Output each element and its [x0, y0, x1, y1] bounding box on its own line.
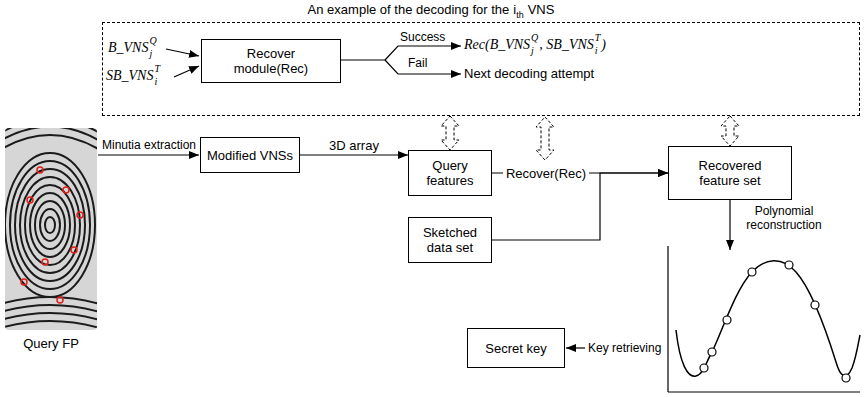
reconstruction-arrow	[729, 200, 730, 250]
ridge	[5, 128, 97, 141]
ridge	[5, 297, 97, 304]
image-caption: Query FP	[23, 336, 79, 351]
ridge	[25, 185, 75, 265]
arrow-connector	[300, 154, 408, 155]
ridge	[15, 169, 85, 281]
minutia-marker	[42, 259, 48, 265]
subscript: i	[595, 45, 598, 56]
retrieval-arrow	[566, 347, 585, 348]
dashed-double-arrow	[536, 117, 554, 160]
fingerprint-image	[0, 119, 100, 330]
box-label: Sketched data set	[415, 225, 485, 255]
minutia-marker	[37, 167, 43, 173]
input-arrow	[174, 66, 199, 77]
curve-point	[748, 268, 756, 276]
edge-label: Recover(Rec)	[503, 166, 589, 181]
box-label: Modified VNSs	[207, 148, 293, 163]
box-label: Secret key	[485, 341, 546, 356]
process-box: Recovered feature set	[668, 146, 792, 200]
ridge	[20, 177, 80, 273]
step-label: Minutia extraction	[102, 138, 196, 152]
ridge	[5, 135, 97, 150]
polynomial-plot	[668, 246, 860, 392]
superscript: Q	[531, 32, 538, 43]
process-box: Modified VNSs	[200, 137, 300, 173]
ridge	[30, 193, 70, 257]
variable-name: SB_VNS	[106, 68, 153, 84]
curve-point	[811, 301, 819, 309]
superscript: T	[595, 32, 601, 43]
ridge	[5, 128, 97, 133]
minutia-marker	[27, 197, 33, 203]
plot-axis	[668, 391, 860, 392]
polynomial-curve	[676, 261, 860, 376]
ridge	[40, 209, 60, 241]
box-label: Recover module(Rec)	[208, 46, 334, 76]
ridge	[35, 201, 65, 249]
subscript: i	[154, 76, 157, 87]
output-box: Secret key	[467, 328, 565, 368]
minutia-marker	[77, 212, 83, 218]
ridge	[10, 161, 90, 289]
ridge	[5, 313, 97, 320]
branch-label: Fail	[408, 56, 427, 70]
step-label: Polynomial reconstruction	[738, 204, 830, 232]
curve-point	[785, 261, 793, 269]
minutia-marker	[57, 297, 63, 303]
output-line	[340, 59, 385, 60]
step-label: Key retrieving	[588, 341, 661, 355]
curve-point	[708, 348, 716, 356]
box-label: Query features	[415, 158, 485, 188]
plot-axis	[667, 246, 668, 392]
region-heading: An example of the decoding for theith VNS	[103, 2, 859, 20]
variable-name: B_VNS	[108, 40, 148, 56]
region-title: An example of the decoding for the	[308, 2, 510, 17]
process-box: Query features	[408, 150, 492, 196]
superscript: Q	[149, 35, 156, 46]
minutia-markers	[21, 167, 83, 303]
edge-label: 3D array	[326, 138, 382, 153]
result-expression: )	[601, 37, 606, 53]
ridge	[45, 217, 55, 233]
result-expression: Rec(B_VNS	[464, 37, 530, 53]
branch-result: Next decoding attempt	[464, 66, 594, 81]
ridge	[5, 321, 97, 328]
region-title: VNS	[528, 2, 555, 17]
minutia-marker	[71, 247, 77, 253]
curve-point	[723, 316, 731, 324]
merge-connector	[492, 173, 668, 240]
curve-point	[700, 364, 708, 372]
minutia-marker	[21, 279, 27, 285]
input-arrow	[166, 49, 199, 56]
ridge	[5, 153, 95, 297]
region-title-index: i	[513, 2, 516, 17]
result-expression: , SB_VNS	[539, 37, 593, 53]
dashed-double-arrow	[721, 116, 739, 146]
recover-module-box: Recover module(Rec)	[201, 39, 341, 83]
subscript: j	[531, 45, 534, 56]
dashed-double-arrow	[441, 116, 459, 150]
ridge	[5, 305, 97, 312]
branch-label: Success	[400, 30, 445, 44]
region-title-subscript: th	[516, 10, 524, 20]
fingerprint-ridges	[5, 128, 97, 328]
data-box: Sketched data set	[408, 217, 492, 263]
subscript: j	[149, 48, 152, 59]
minutia-marker	[63, 187, 69, 193]
extraction-arrow	[98, 154, 199, 155]
box-label: Recovered feature set	[687, 158, 773, 188]
superscript: T	[154, 63, 160, 74]
curve-point	[842, 374, 850, 382]
